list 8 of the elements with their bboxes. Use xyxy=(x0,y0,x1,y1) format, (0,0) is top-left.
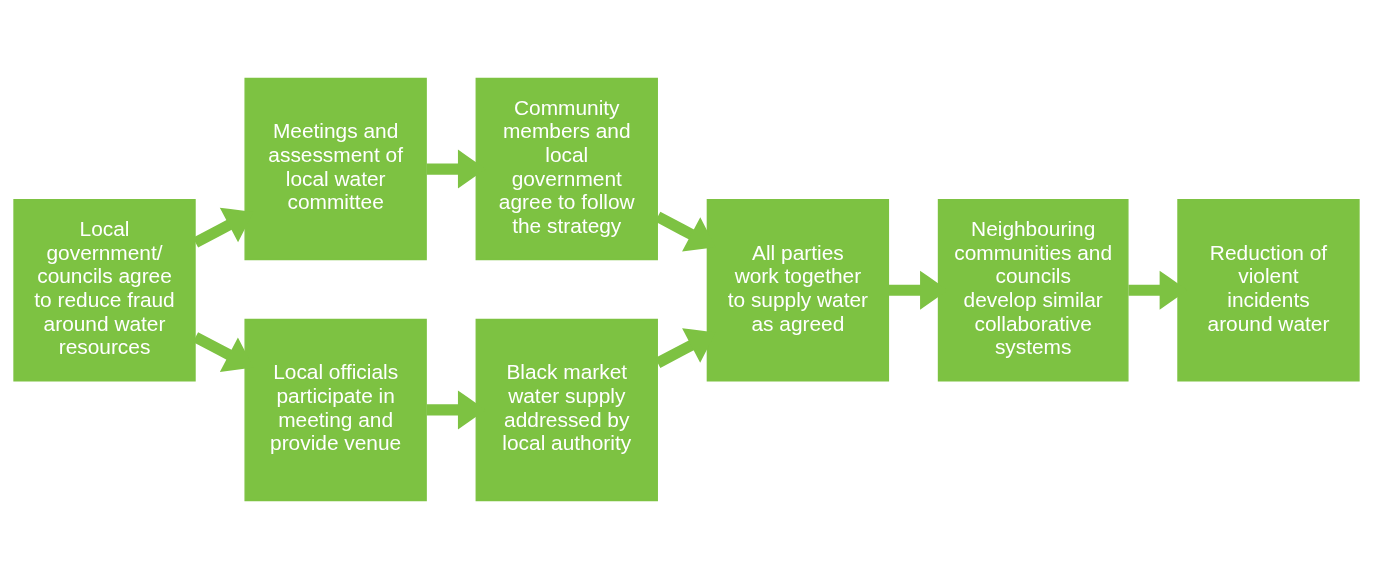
node-box: Black market water supply addressed by local authority xyxy=(475,318,658,502)
node-box: Reduction of violent incidents around water xyxy=(1177,199,1360,382)
node-box: Neighbouring communities and councils develop similar collaborative systems xyxy=(937,199,1129,382)
node-box: Local officials participate in meeting and provide venue xyxy=(244,318,427,502)
node-box: Local government/ councils agree to reduce fraud around water resources xyxy=(13,199,196,382)
node-box: Meetings and assessment of local water committee xyxy=(244,77,427,261)
node-box: Community members and local government agree to follow the strategy xyxy=(475,77,658,261)
node-box: All parties work together to supply water as agreed xyxy=(706,199,890,382)
